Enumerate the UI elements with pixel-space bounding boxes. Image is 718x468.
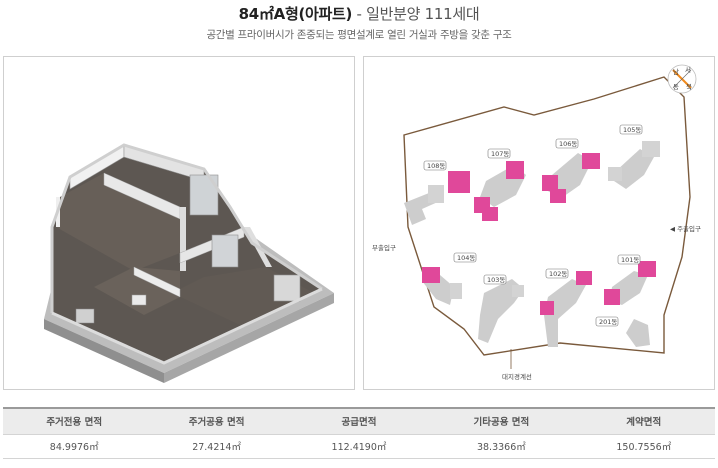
building-103: 103동 <box>478 274 524 343</box>
building-106-label: 106동 <box>559 140 577 148</box>
building-108: 108동 <box>404 160 470 225</box>
value-contract-area: 150.7556㎡ <box>572 434 715 459</box>
compass-east: 동 <box>673 83 679 91</box>
value-supply-area: 112.4190㎡ <box>287 434 431 459</box>
header-supply-area: 공급면적 <box>287 407 431 435</box>
building-103-label: 103동 <box>487 276 505 284</box>
value-residential-common-area: 27.4214㎡ <box>145 434 288 459</box>
site-plan-panel: 남 서 동 북 108동 107동 106동 <box>363 56 715 390</box>
main-entrance-label: ◀ 주출입구 <box>670 224 701 233</box>
unit-type-title: 84㎡A형(아파트) <box>238 5 353 23</box>
value-other-common-area: 38.3366㎡ <box>430 434 573 459</box>
building-101-label: 101동 <box>621 256 639 264</box>
compass-north: 북 <box>686 83 692 91</box>
header-contract-area: 계약면적 <box>572 407 715 435</box>
header-residential-common-area: 주거공용 면적 <box>145 407 288 435</box>
page-subtitle: 공간별 프라이버시가 존중되는 평면설계로 열린 거실과 주방을 갖춘 구조 <box>206 29 512 41</box>
building-107: 107동 <box>474 148 526 221</box>
floor-plan-3d-image <box>44 143 334 383</box>
site-plan-map: 남 서 동 북 108동 107동 106동 <box>372 64 701 381</box>
building-102-label: 102동 <box>549 270 567 278</box>
site-boundary-label: 대지경계선 <box>502 372 532 381</box>
building-101: 101동 <box>604 254 656 305</box>
building-106: 106동 <box>542 138 600 203</box>
value-exclusive-area: 84.9976㎡ <box>3 434 146 459</box>
header-exclusive-area: 주거전용 면적 <box>3 407 146 435</box>
building-108-label: 108동 <box>427 162 445 170</box>
building-201: 201동 <box>595 316 650 347</box>
area-table: 주거전용 면적 주거공용 면적 공급면적 기타공용 면적 계약면적 84.997… <box>3 407 715 459</box>
compass-south: 남 <box>673 67 679 76</box>
building-104: 104동 <box>422 252 477 305</box>
sub-entrance-label: 부출입구 <box>372 243 396 252</box>
floor-plan-panel <box>3 56 355 390</box>
compass-icon: 남 서 동 북 <box>667 64 697 94</box>
unit-count-title: - 일반분양 111세대 <box>352 5 480 23</box>
building-201-label: 201동 <box>599 318 617 326</box>
header-other-common-area: 기타공용 면적 <box>430 407 573 435</box>
building-104-label: 104동 <box>457 254 475 262</box>
building-105: 105동 <box>608 124 660 189</box>
building-105-label: 105동 <box>623 126 641 134</box>
compass-west: 서 <box>685 65 691 74</box>
building-107-label: 107동 <box>491 150 509 158</box>
area-table-row: 84.9976㎡ 27.4214㎡ 112.4190㎡ 38.3366㎡ 150… <box>3 434 715 459</box>
page-title: 84㎡A형(아파트) - 일반분양 111세대 <box>0 3 718 24</box>
building-102: 102동 <box>540 268 592 347</box>
area-table-header-row: 주거전용 면적 주거공용 면적 공급면적 기타공용 면적 계약면적 <box>3 407 715 435</box>
